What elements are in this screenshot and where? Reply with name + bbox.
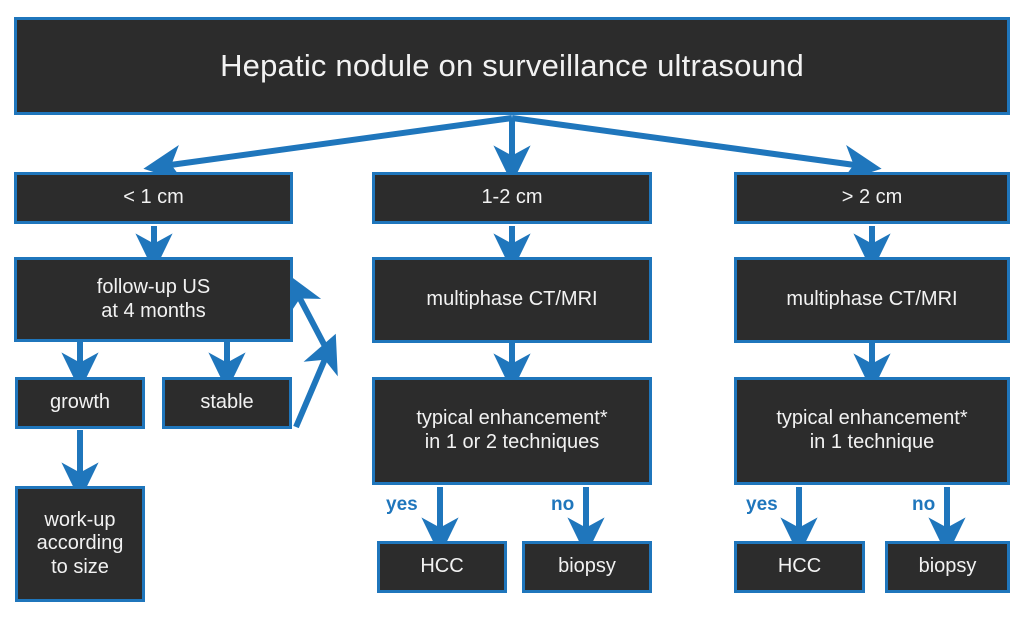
arrow-loop-to-followup (286, 273, 331, 354)
node-hcc-medium: HCC (377, 541, 507, 593)
node-imaging-large: multiphase CT/MRI (734, 257, 1010, 343)
arrow-title-to-large (511, 115, 882, 182)
node-size-large: > 2 cm (734, 172, 1010, 224)
node-stable: stable (162, 377, 292, 429)
edge-label-large-yes: yes (746, 494, 778, 515)
node-growth: growth (15, 377, 145, 429)
node-size-small: < 1 cm (14, 172, 293, 224)
node-imaging-medium: multiphase CT/MRI (372, 257, 652, 343)
node-hcc-large: HCC (734, 541, 865, 593)
arrow-title-to-small (143, 115, 513, 182)
title-node: Hepatic nodule on surveillance ultrasoun… (14, 17, 1010, 115)
node-workup-by-size: work-up according to size (15, 486, 145, 602)
node-criterion-large: typical enhancement* in 1 technique (734, 377, 1010, 485)
arrow-stable-to-loop (293, 333, 338, 429)
node-followup-us: follow-up US at 4 months (14, 257, 293, 342)
edge-label-large-no: no (912, 494, 936, 515)
node-size-medium: 1-2 cm (372, 172, 652, 224)
node-biopsy-medium: biopsy (522, 541, 652, 593)
edge-label-medium-no: no (551, 494, 575, 515)
node-criterion-medium: typical enhancement* in 1 or 2 technique… (372, 377, 652, 485)
edge-label-medium-yes: yes (386, 494, 418, 515)
node-biopsy-large: biopsy (885, 541, 1010, 593)
